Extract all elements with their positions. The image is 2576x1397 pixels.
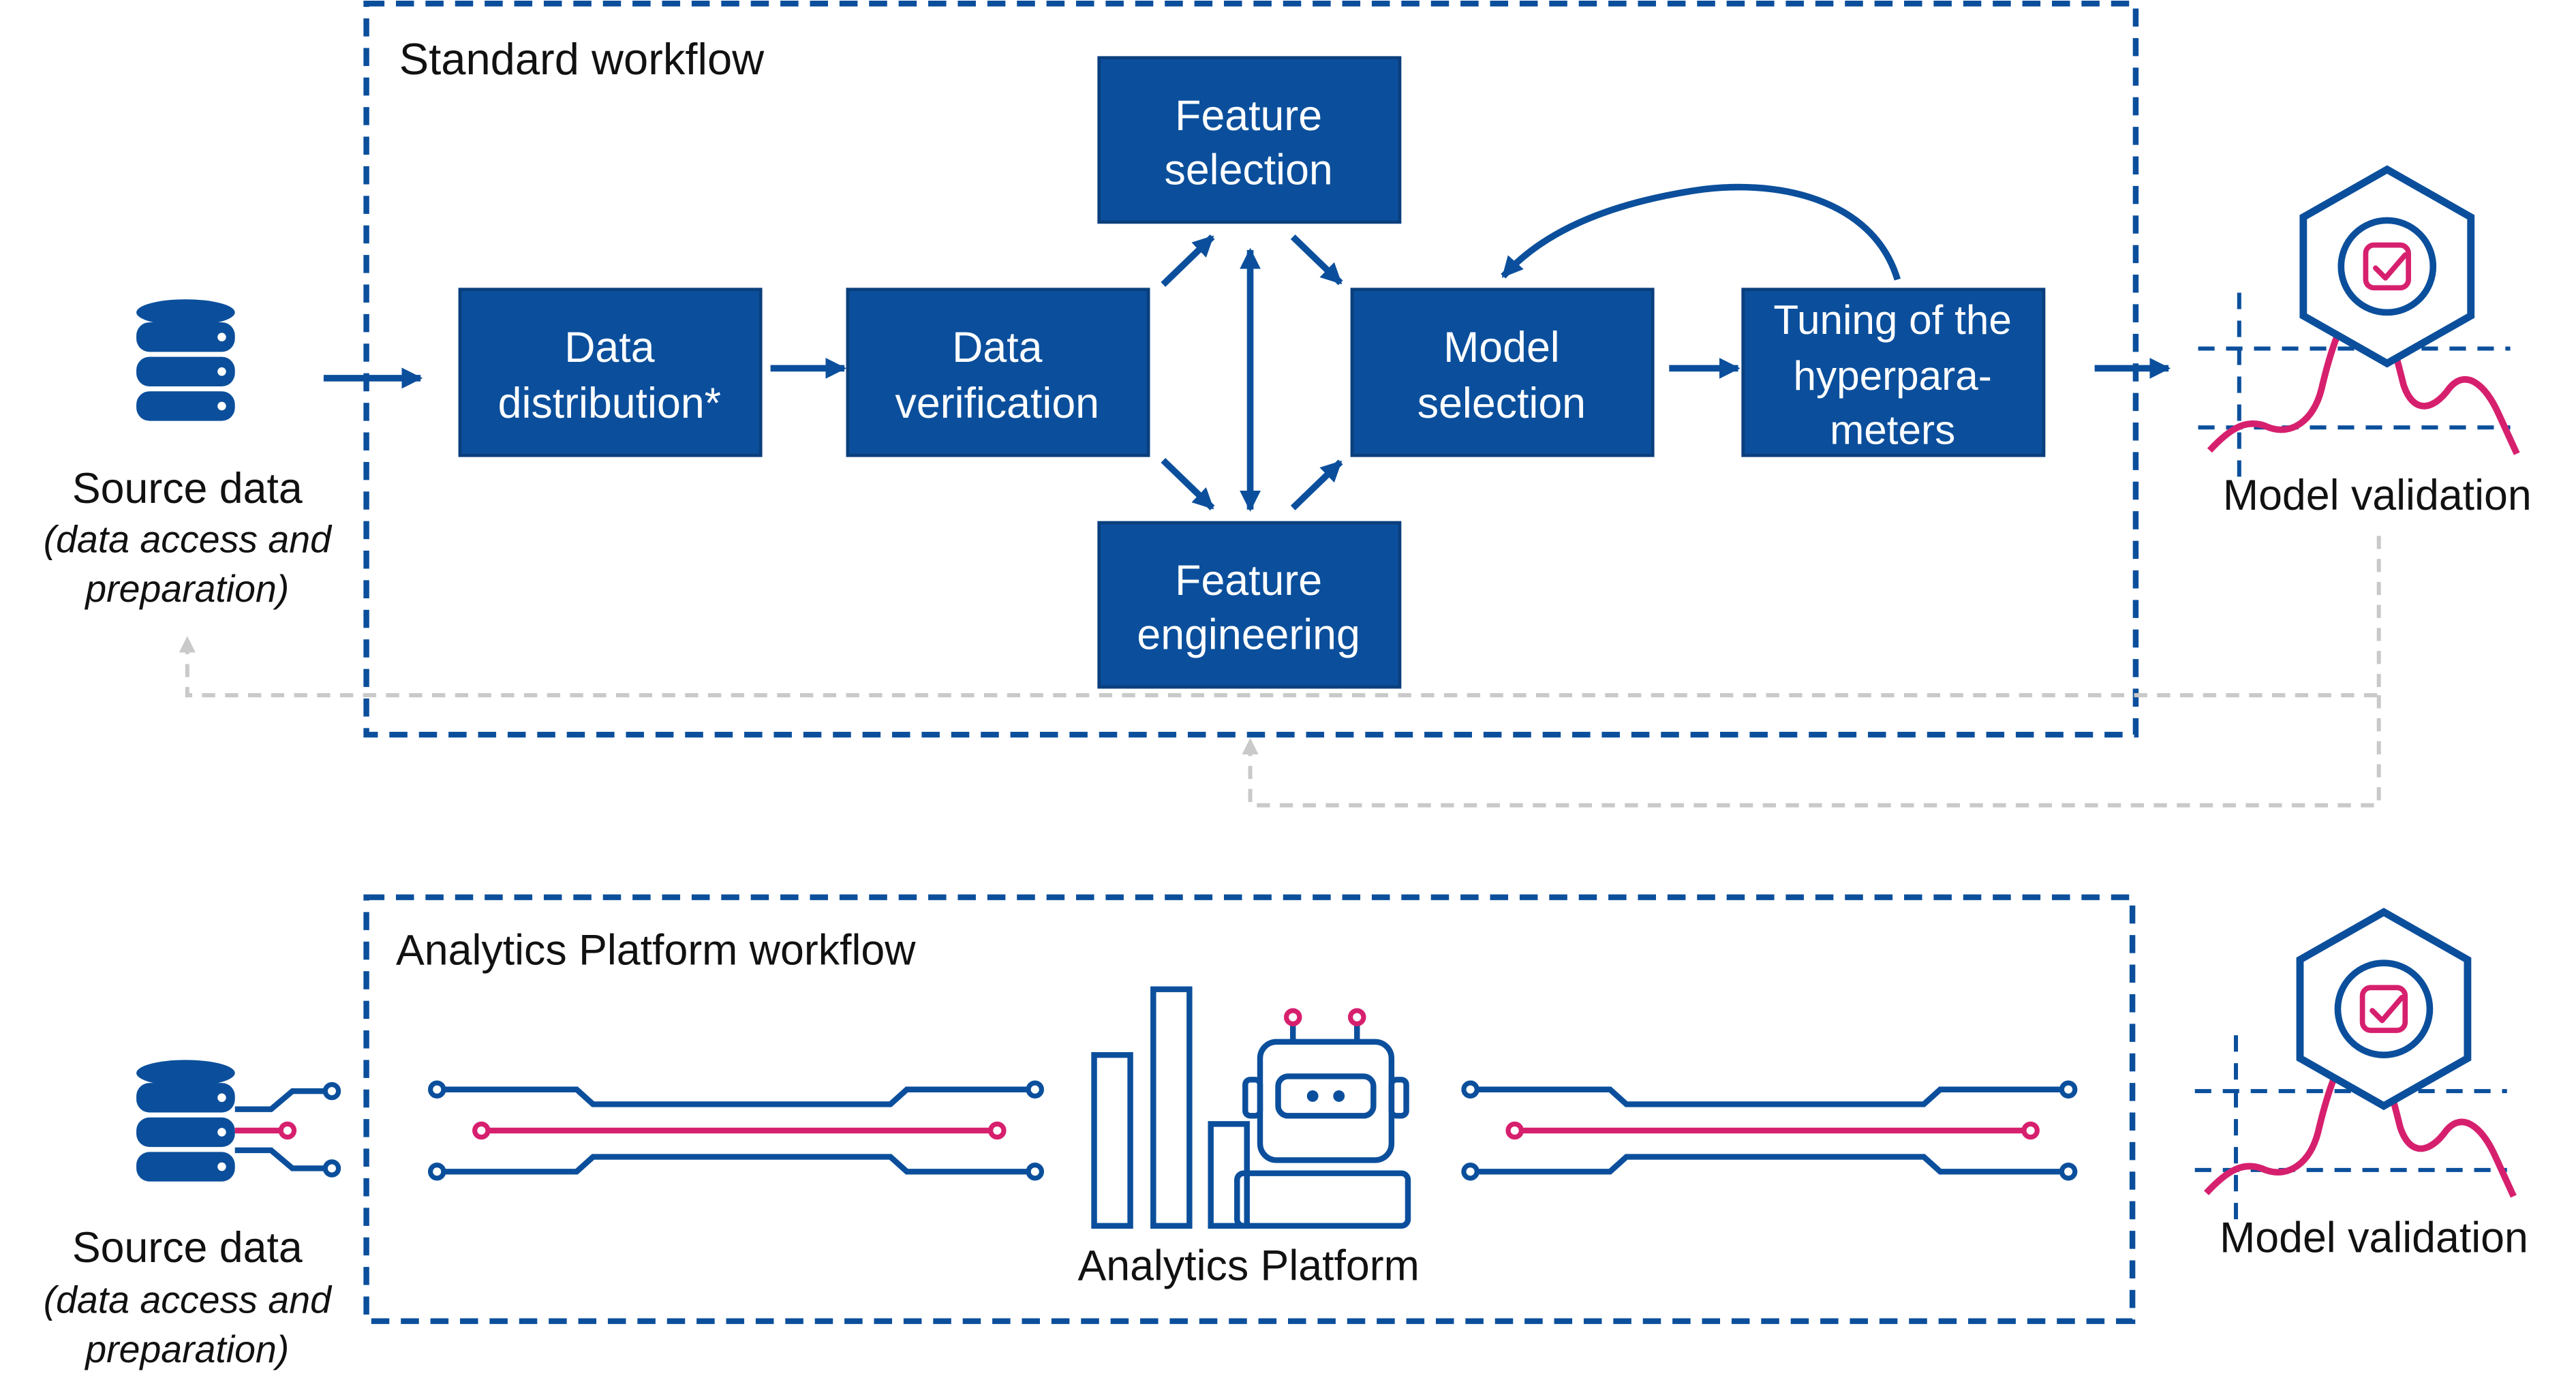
data-circuit-right	[1464, 1083, 2075, 1178]
source-data-subtitle: (data access and	[44, 518, 333, 560]
platform-workflow-title: Analytics Platform workflow	[396, 927, 916, 974]
svg-text:selection: selection	[1417, 380, 1586, 427]
svg-text:Data: Data	[564, 324, 655, 371]
step-data-verification: Data verification	[846, 288, 1150, 457]
svg-text:selection: selection	[1164, 146, 1332, 194]
svg-text:meters: meters	[1830, 406, 1955, 452]
standard-workflow-title: Standard workflow	[399, 34, 765, 84]
source-data-subtitle: preparation)	[84, 1328, 289, 1370]
source-connector	[234, 1081, 341, 1178]
step-data-distribution: Data distribution*	[458, 288, 763, 457]
feedback-loop-to-features	[1242, 695, 2381, 808]
validation-badge-icon	[2198, 170, 2517, 480]
database-icon	[136, 299, 235, 421]
flow-arrows	[323, 183, 2171, 512]
source-data-title: Source data	[72, 465, 303, 512]
step-model-selection: Model selection	[1350, 288, 1655, 457]
step-hyperparameter-tuning: Tuning of the hyperpara- meters	[1741, 288, 2046, 457]
analytics-platform-label: Analytics Platform	[1077, 1242, 1419, 1289]
database-icon	[136, 1060, 235, 1182]
model-validation-label: Model validation	[2220, 1214, 2528, 1261]
svg-text:Feature: Feature	[1175, 92, 1322, 140]
validation-badge-icon	[2195, 912, 2514, 1223]
svg-text:engineering: engineering	[1137, 611, 1360, 659]
model-validation-label: Model validation	[2223, 472, 2532, 519]
svg-text:Model: Model	[1443, 324, 1560, 371]
svg-text:Feature: Feature	[1175, 557, 1322, 604]
feedback-loop-to-source	[179, 536, 2381, 698]
svg-text:Tuning of the: Tuning of the	[1773, 296, 2011, 343]
svg-text:Data: Data	[952, 324, 1043, 371]
step-feature-selection: Feature selection	[1097, 56, 1402, 224]
data-circuit-left	[431, 1083, 1042, 1178]
svg-text:distribution*: distribution*	[498, 380, 721, 427]
step-feature-engineering: Feature engineering	[1097, 521, 1402, 689]
source-data-subtitle: preparation)	[84, 568, 289, 610]
svg-text:hyperpara-: hyperpara-	[1793, 352, 1991, 399]
source-data-subtitle: (data access and	[44, 1279, 333, 1321]
robot-antenna-tips	[1283, 1008, 1366, 1026]
source-data-title: Source data	[72, 1224, 303, 1272]
svg-text:verification: verification	[895, 380, 1099, 427]
